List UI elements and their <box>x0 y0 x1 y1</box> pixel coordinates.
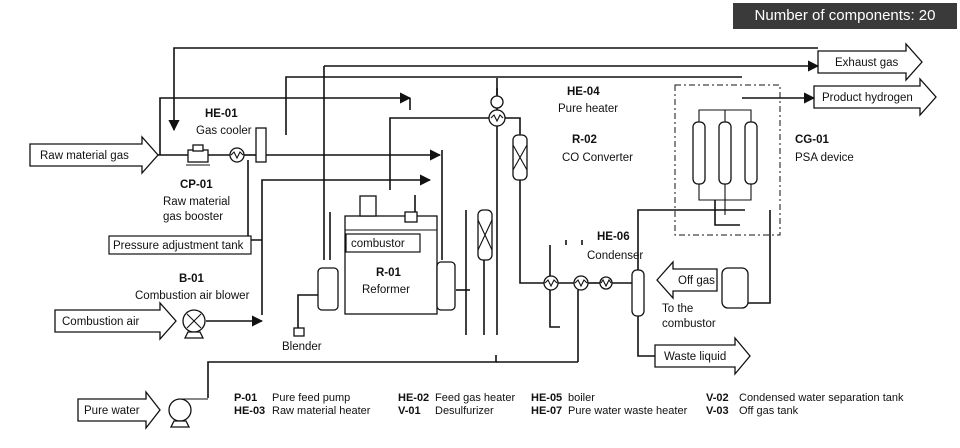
pressure-adjustment-tank <box>255 127 267 163</box>
stream-exhaust-gas: Exhaust gas <box>817 42 923 82</box>
b01-tag: B-01 <box>179 273 205 285</box>
stream-raw-material-gas-label: Raw material gas <box>40 150 129 162</box>
legend-name: boiler <box>568 392 595 404</box>
stream-raw-material-gas: Raw material gas <box>29 135 159 175</box>
blender-label: Blender <box>282 341 322 353</box>
combustor-unit <box>404 211 418 223</box>
stream-exhaust-gas-label: Exhaust gas <box>835 57 899 69</box>
he04-tag: HE-04 <box>567 86 600 98</box>
r01-tag: R-01 <box>376 267 402 279</box>
legend-name: Pure feed pump <box>272 392 350 404</box>
legend-tag: V-01 <box>398 405 421 417</box>
pressure-tank-label: Pressure adjustment tank <box>113 240 244 252</box>
pressure-tank-label-box <box>108 235 252 255</box>
legend-tag: HE-05 <box>531 392 562 404</box>
reformer <box>317 195 456 315</box>
component-count-badge: Number of components: 20 <box>733 3 957 29</box>
he01-tag: HE-01 <box>205 108 238 120</box>
cp01-name-line1: Raw material <box>163 196 230 208</box>
cg01-name: PSA device <box>795 152 854 164</box>
he04-name: Pure heater <box>558 103 618 115</box>
legend-name: Condensed water separation tank <box>739 392 904 404</box>
desulfurizer <box>477 209 493 261</box>
pure-feed-pump <box>168 398 208 428</box>
he06-name: Condenser <box>587 250 643 262</box>
combustion-air-blower <box>182 309 206 339</box>
combustor-label: combustor <box>351 238 405 250</box>
pure-heater <box>488 95 506 127</box>
legend-tag: V-02 <box>706 392 729 404</box>
psa-device <box>674 84 781 236</box>
stream-combustion-air: Combustion air <box>54 301 177 341</box>
off-gas-tank <box>721 267 749 309</box>
piping <box>158 47 820 398</box>
legend-name: Pure water waste heater <box>568 405 688 417</box>
stream-product-hydrogen-label: Product hydrogen <box>822 92 913 104</box>
raw-material-gas-booster <box>186 144 210 166</box>
cp01-tag: CP-01 <box>180 179 213 191</box>
legend-name: Raw material heater <box>272 405 371 417</box>
condenser-exchangers <box>543 275 613 291</box>
stream-pure-water: Pure water <box>77 390 161 430</box>
r01-name: Reformer <box>362 284 410 296</box>
stream-off-gas: Off gas <box>656 260 718 300</box>
stream-combustion-air-label: Combustion air <box>62 316 140 328</box>
blender-unit <box>293 327 305 337</box>
cg01-tag: CG-01 <box>795 134 829 146</box>
r02-name: CO Converter <box>562 152 633 164</box>
condensed-water-separation-tank <box>631 269 645 317</box>
he06-tag: HE-06 <box>597 231 630 243</box>
stream-off-gas-label: Off gas <box>678 275 715 287</box>
r02-tag: R-02 <box>572 134 597 146</box>
to-combustor-line1: To the <box>662 303 693 315</box>
combustor-label-box <box>345 233 421 253</box>
legend-tag: HE-03 <box>234 405 265 417</box>
stream-waste-liquid-label: Waste liquid <box>664 351 726 363</box>
stream-waste-liquid: Waste liquid <box>654 336 751 376</box>
stream-pure-water-label: Pure water <box>84 405 140 417</box>
to-combustor-line2: combustor <box>662 318 716 330</box>
legend-tag: HE-02 <box>398 392 429 404</box>
he01-name: Gas cooler <box>196 125 252 137</box>
legend-tag: P-01 <box>234 392 257 404</box>
legend-tag: V-03 <box>706 405 729 417</box>
gas-cooler <box>229 147 245 163</box>
legend: P-01 Pure feed pump HE-03 Raw material h… <box>234 392 904 417</box>
legend-name: Desulfurizer <box>435 405 494 417</box>
b01-name: Combustion air blower <box>135 290 250 302</box>
stream-product-hydrogen: Product hydrogen <box>813 77 937 117</box>
cp01-name-line2: gas booster <box>163 211 223 223</box>
co-converter <box>512 134 528 181</box>
legend-name: Off gas tank <box>739 405 799 417</box>
legend-name: Feed gas heater <box>435 392 515 404</box>
legend-tag: HE-07 <box>531 405 562 417</box>
